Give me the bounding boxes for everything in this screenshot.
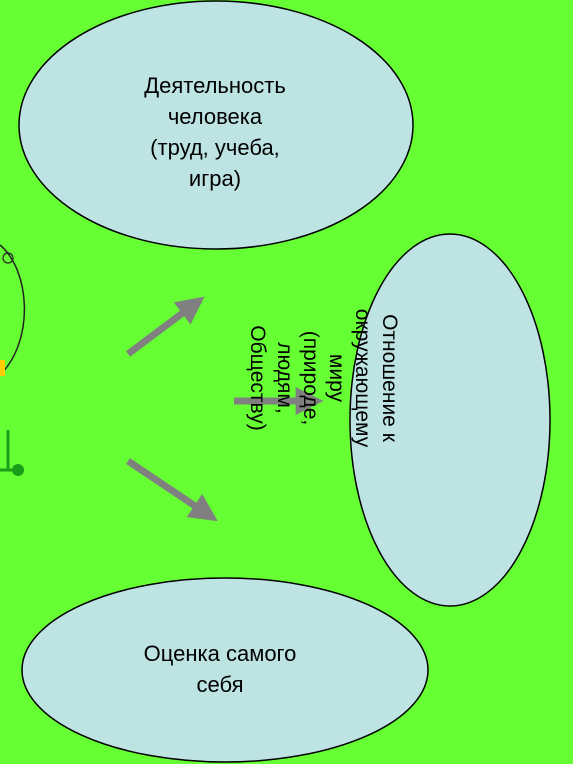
arrow-down-right (126, 458, 218, 522)
self-assessment-label: Оценка самого себя (143, 641, 297, 697)
partial-figure-left (0, 244, 26, 476)
ellipse-self-assessment (21, 577, 429, 763)
relation-label: Отношение к окружающему миру (природе, л… (246, 308, 401, 448)
activity-label: Деятельность человека (труд, учеба, игра… (144, 73, 286, 191)
arrow-up-right (125, 296, 205, 357)
ellipse-activity (18, 0, 414, 250)
ellipse-relation (349, 233, 551, 607)
